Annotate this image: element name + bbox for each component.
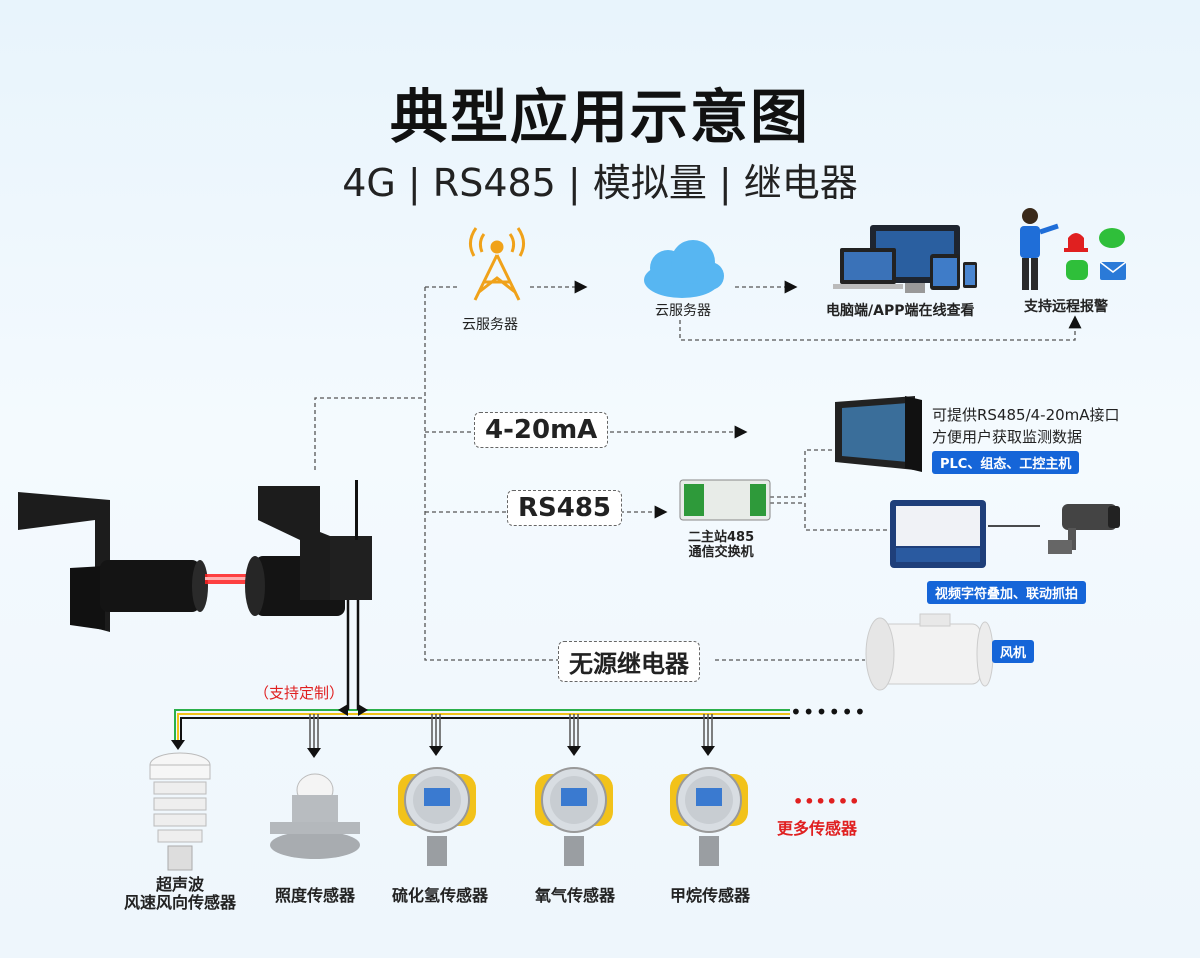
h2s-sensor-icon [398, 767, 476, 866]
remote-alarm-icons [1020, 208, 1127, 290]
sensor-bus [174, 709, 790, 748]
laser-detector-device [18, 480, 372, 632]
fan-icon [865, 613, 994, 691]
sensor-label-ultrasonic-1: 超声波 [155, 875, 204, 894]
panel-desc-2: 方便用户获取监测数据 [932, 428, 1083, 446]
fan-tag: 风机 [992, 640, 1035, 663]
illuminance-sensor-icon [270, 773, 360, 859]
devices-label: 电脑端/APP端在线查看 [826, 303, 975, 319]
more-dots: •••••• [793, 792, 861, 811]
tower-icon [469, 227, 525, 301]
more-sensors-label: 更多传感器 [777, 819, 858, 838]
switch-label-2: 通信交换机 [688, 545, 754, 560]
dashed-connectors [314, 280, 1082, 661]
video-overlay-device-icon [890, 500, 986, 568]
alarm-label: 支持远程报警 [1024, 299, 1108, 315]
ultrasonic-sensor-icon [149, 752, 211, 871]
methane-sensor-icon [670, 767, 748, 866]
sensor-label-ultrasonic-2: 风速风向传感器 [123, 893, 236, 912]
bus-dots: •••••• [790, 700, 867, 724]
sensor-label-oxygen: 氧气传感器 [534, 886, 615, 905]
cloud-icon [644, 240, 724, 298]
sensor-label-methane: 甲烷传感器 [669, 886, 750, 905]
switch-label: 二主站485 通信交换机 [688, 530, 754, 560]
computer-devices-icon [833, 225, 977, 293]
sensor-label-h2s: 硫化氢传感器 [391, 886, 488, 905]
panel-desc-1: 可提供RS485/4-20mA接口 [932, 406, 1120, 424]
touch-panel-icon [835, 396, 922, 472]
oxygen-sensor-icon [535, 767, 613, 866]
page-title: 典型应用示意图 [389, 83, 810, 151]
video-tag: 视频字符叠加、联动抓拍 [927, 581, 1087, 604]
custom-note: （支持定制） [254, 684, 345, 702]
channel-analog: 4-20mA [474, 412, 609, 448]
panel-tag: PLC、组态、工控主机 [932, 451, 1080, 474]
switch-label-1: 二主站485 [688, 530, 755, 545]
channel-rs485: RS485 [507, 490, 623, 526]
channel-relay: 无源继电器 [558, 641, 700, 682]
page-subtitle: 4G | RS485 | 模拟量 | 继电器 [342, 161, 858, 205]
switch-device-icon [679, 479, 771, 521]
sensor-label-ultrasonic: 超声波 风速风向传感器 [115, 876, 245, 912]
camera-icon [1048, 504, 1120, 554]
tower-label: 云服务器 [462, 317, 518, 333]
cloud-label: 云服务器 [655, 303, 711, 319]
sensor-label-illuminance: 照度传感器 [274, 886, 355, 905]
